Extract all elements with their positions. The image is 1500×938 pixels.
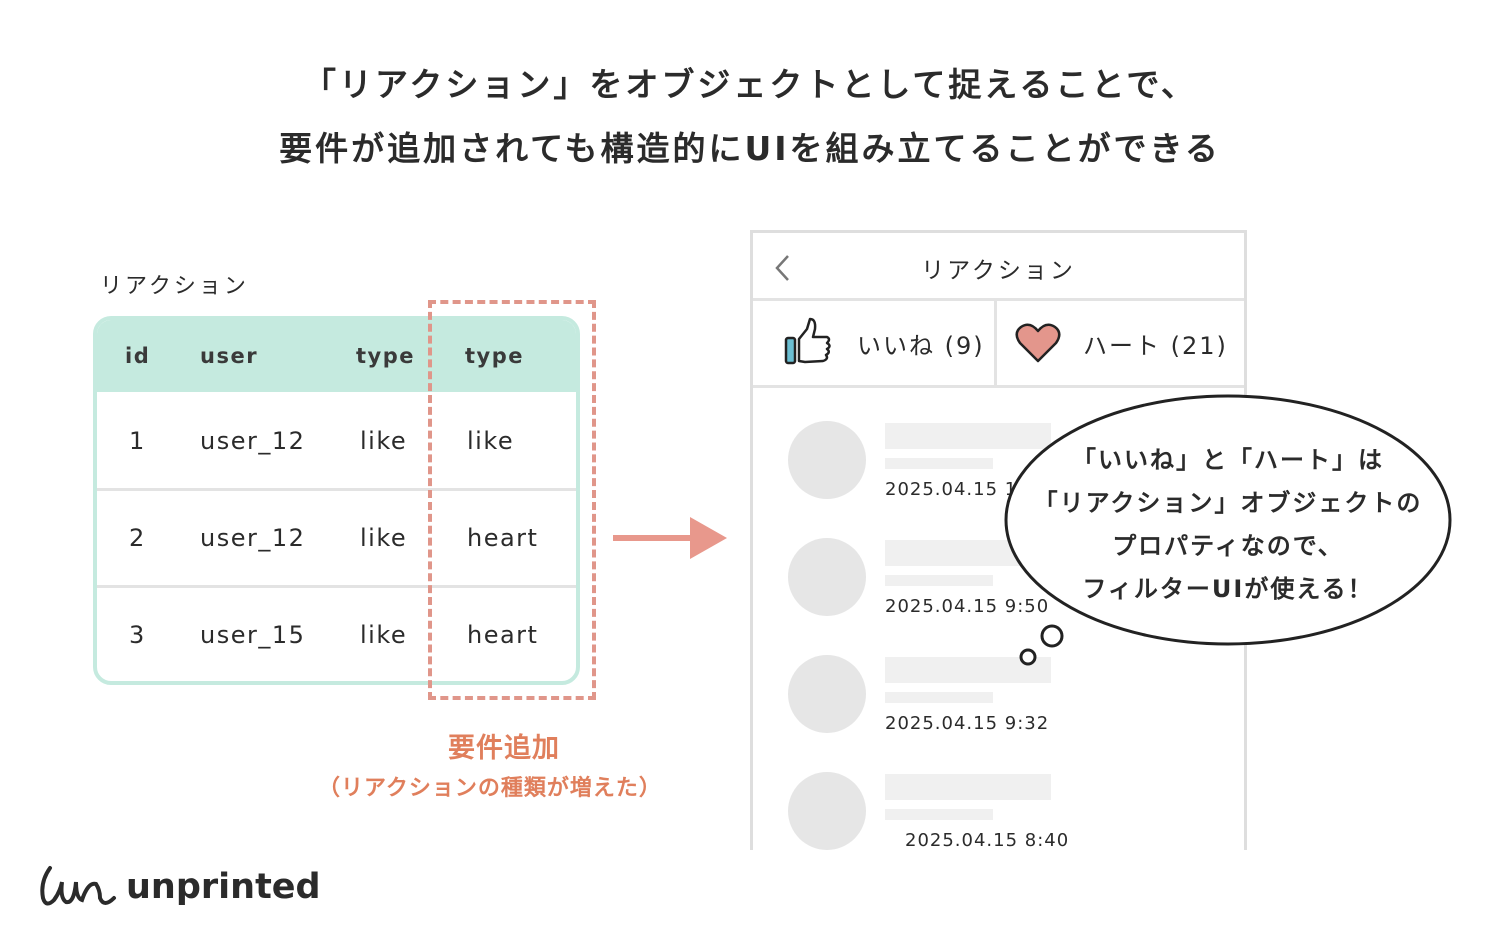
cell-type: like [360,621,408,649]
logo-mark-icon [40,866,116,906]
tab-like[interactable]: いいね (9) [783,301,997,385]
header-user: user [200,344,259,368]
reaction-filter-tabs: いいね (9) ハート (21) [753,301,1244,388]
cell-type-new: like [467,426,515,455]
tab-heart[interactable]: ハート (21) [1015,301,1228,385]
logo-text: unprinted [126,867,321,907]
thumbs-up-icon [784,317,831,365]
cell-type: like [360,524,408,552]
table-row: 2 user_12 like heart [97,488,576,585]
table-label: リアクション [100,274,249,299]
item-date: 2025.04.15 9:50 [885,596,1050,617]
annotation-subtitle: （リアクションの種類が増えた） [318,776,662,801]
new-column-highlight [428,300,596,700]
header-type-new: type [465,344,525,368]
avatar [788,655,866,733]
avatar [788,772,866,850]
placeholder-text [885,458,993,469]
placeholder-text [885,692,993,703]
tab-heart-label: ハート (21) [1083,331,1228,360]
cell-id: 1 [129,426,146,455]
bubble-line-4: フィルターUIが使える！ [1082,575,1374,603]
placeholder-text [885,575,993,586]
header-id: id [125,344,151,368]
cell-user: user_12 [200,524,306,552]
annotation-title: 要件追加 [448,733,560,764]
headline-line-1: 「リアクション」をオブジェクトとして捉えることで、 [302,65,1198,104]
item-date: 2025.04.15 8:40 [905,830,1070,851]
cell-user: user_15 [200,621,306,649]
avatar [788,421,866,499]
tab-like-label: いいね (9) [857,331,985,360]
table-header: id user type type [97,320,576,392]
cell-user: user_12 [200,426,306,455]
table-row: 3 user_15 like heart [97,585,576,681]
placeholder-name [885,774,1051,800]
placeholder-text [885,809,993,820]
headline-line-2: 要件が追加されても構造的にUIを組み立てることができる [279,129,1221,168]
crop-mask [0,850,1500,938]
bubble-line-1: 「いいね」と「ハート」は [1072,446,1384,474]
item-date: 2025.04.15 1 [885,479,1018,500]
cell-id: 2 [129,524,146,552]
table-row: 1 user_12 like like [97,392,576,489]
cell-type-new: heart [467,524,539,552]
item-date: 2025.04.15 9:32 [885,713,1050,734]
placeholder-name [885,423,1051,449]
phone-header: リアクション [753,233,1244,301]
cell-id: 3 [129,621,146,649]
bubble-line-2: 「リアクション」オブジェクトの [1033,489,1423,517]
speech-bubble [1004,394,1452,666]
logo: unprinted [38,862,321,912]
reaction-table: id user type type 1 user_12 like like 2 … [93,316,580,685]
avatar [788,538,866,616]
heart-icon [1015,323,1061,363]
phone-title: リアクション [921,258,1076,284]
cell-type: like [360,426,408,455]
bubble-line-3: プロパティなので、 [1112,532,1344,560]
cell-type-new: heart [467,621,539,649]
back-chevron-icon[interactable] [773,253,793,283]
header-type: type [356,344,416,368]
arrow-right-icon [613,517,727,559]
